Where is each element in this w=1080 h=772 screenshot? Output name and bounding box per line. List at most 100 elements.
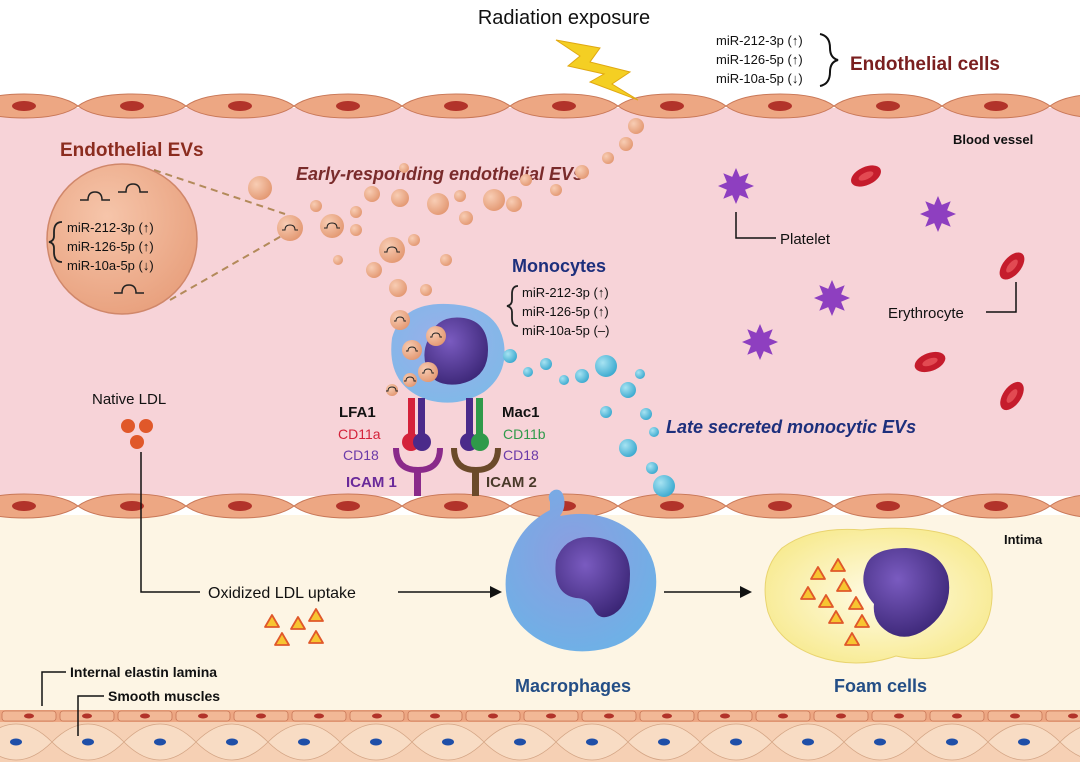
early-ev [350, 206, 362, 218]
erythrocyte-center [858, 171, 874, 181]
endothelial-nucleus [12, 501, 36, 511]
oxidized-ldl-icon [836, 578, 852, 592]
elastin-nucleus [256, 713, 266, 719]
monocytes-label: Monocytes [512, 256, 606, 276]
elastin-nucleus [1068, 713, 1078, 719]
elastin-nucleus [546, 713, 556, 719]
monocyte-ev [403, 373, 417, 387]
elastin-nucleus [952, 713, 962, 719]
mac1-cd18: CD18 [503, 447, 539, 463]
elastin-nucleus [894, 713, 904, 719]
oxidized-ldl-icon [800, 586, 816, 600]
smooth-muscle-nucleus [946, 738, 958, 746]
smooth-muscles-label: Smooth muscles [108, 688, 220, 704]
rna-strand-icon [118, 183, 148, 193]
early-ev [420, 284, 432, 296]
smooth-muscle-cell [1059, 727, 1080, 757]
monocyte-brace [506, 285, 519, 327]
title: Radiation exposure [478, 7, 650, 29]
early-ev [575, 165, 589, 179]
smooth-muscle-nucleus [874, 738, 886, 746]
erythrocyte-center [1006, 259, 1018, 273]
rna-strand-icon [324, 222, 340, 229]
endothelial-nucleus [120, 501, 144, 511]
ev-mirna-1: miR-212-3p (↑) [67, 220, 154, 235]
rna-strand-icon [394, 316, 406, 322]
uptake-arrowhead [490, 586, 502, 598]
late-evs-label: Late secreted monocytic EVs [666, 417, 916, 437]
elastin-nucleus [198, 713, 208, 719]
elastin-nucleus [1010, 713, 1020, 719]
late-ev [640, 408, 652, 420]
platelet-icon [920, 196, 956, 232]
early-evs-label: Early-responding endothelial EVs [296, 164, 583, 184]
endothelial-nucleus [228, 501, 252, 511]
mono-mirna-1: miR-212-3p (↑) [522, 285, 609, 300]
oxidized-ldl-icon [830, 558, 846, 572]
endo-mirna-2: miR-126-5p (↑) [716, 52, 803, 67]
late-ev [575, 369, 589, 383]
endothelial-nucleus [120, 101, 144, 111]
macrophages-label: Macrophages [515, 676, 631, 696]
foam-arrowhead [740, 586, 752, 598]
smooth-muscle-pointer [77, 695, 104, 736]
elastin-nucleus [82, 713, 92, 719]
foam-ldl-triangles [800, 558, 870, 646]
smooth-muscle-nucleus [730, 738, 742, 746]
internal-elastin-label: Internal elastin lamina [70, 664, 217, 680]
elastin-nucleus [140, 713, 150, 719]
platelet-icon [814, 280, 850, 316]
late-ev [649, 427, 659, 437]
elastin-nucleus [836, 713, 846, 719]
oxidized-ldl-icon [844, 632, 860, 646]
oxidized-ldl-icon [308, 630, 324, 644]
endothelial-nucleus [444, 101, 468, 111]
late-ev [559, 375, 569, 385]
blood-vessel-lumen [0, 108, 1080, 496]
platelet-icon [718, 168, 754, 204]
icam2-label: ICAM 2 [486, 474, 537, 491]
endothelial-cell [1049, 495, 1080, 517]
elastin-pointer [41, 671, 66, 706]
erythrocyte-center [1006, 389, 1018, 403]
endo-brace [819, 33, 839, 87]
late-ev [503, 349, 517, 363]
endo-mirna-1: miR-212-3p (↑) [716, 33, 803, 48]
rna-strand-icon [114, 284, 144, 294]
oxidized-ldl-icon [854, 614, 870, 628]
mono-mirna-2: miR-126-5p (↑) [522, 304, 609, 319]
endothelial-nucleus [876, 501, 900, 511]
early-ev [364, 186, 380, 202]
endothelial-cell [0, 493, 79, 519]
elastin-nucleus [488, 713, 498, 719]
late-ev [595, 355, 617, 377]
endothelial-evs-label: Endothelial EVs [60, 140, 204, 161]
rna-strand-icon [80, 191, 110, 201]
lightning-icon [555, 39, 639, 101]
intima-label: Intima [1004, 532, 1043, 547]
early-ev [454, 190, 466, 202]
smooth-muscle-nucleus [802, 738, 814, 746]
elastin-nucleus [778, 713, 788, 719]
blood-vessel-label: Blood vessel [953, 132, 1033, 147]
elastin-nucleus [604, 713, 614, 719]
monocyte-ev [418, 362, 438, 382]
rna-strand-icon [384, 246, 400, 253]
foam-cells-label: Foam cells [834, 676, 927, 696]
early-ev [399, 163, 409, 173]
early-ev [350, 224, 362, 236]
early-ev [506, 196, 522, 212]
early-ev [483, 189, 505, 211]
endothelial-nucleus [984, 101, 1008, 111]
early-ev [310, 200, 322, 212]
zoom-line-bottom [169, 233, 286, 301]
oxidized-ldl-icon [290, 616, 306, 630]
late-ev [620, 382, 636, 398]
oxidized-ldl-icon [810, 566, 826, 580]
late-ev [540, 358, 552, 370]
monocyte-evs [386, 310, 446, 396]
smooth-muscle-nucleus [1018, 738, 1030, 746]
lfa1-cd18: CD18 [343, 447, 379, 463]
bottom-endothelium [0, 493, 1080, 519]
